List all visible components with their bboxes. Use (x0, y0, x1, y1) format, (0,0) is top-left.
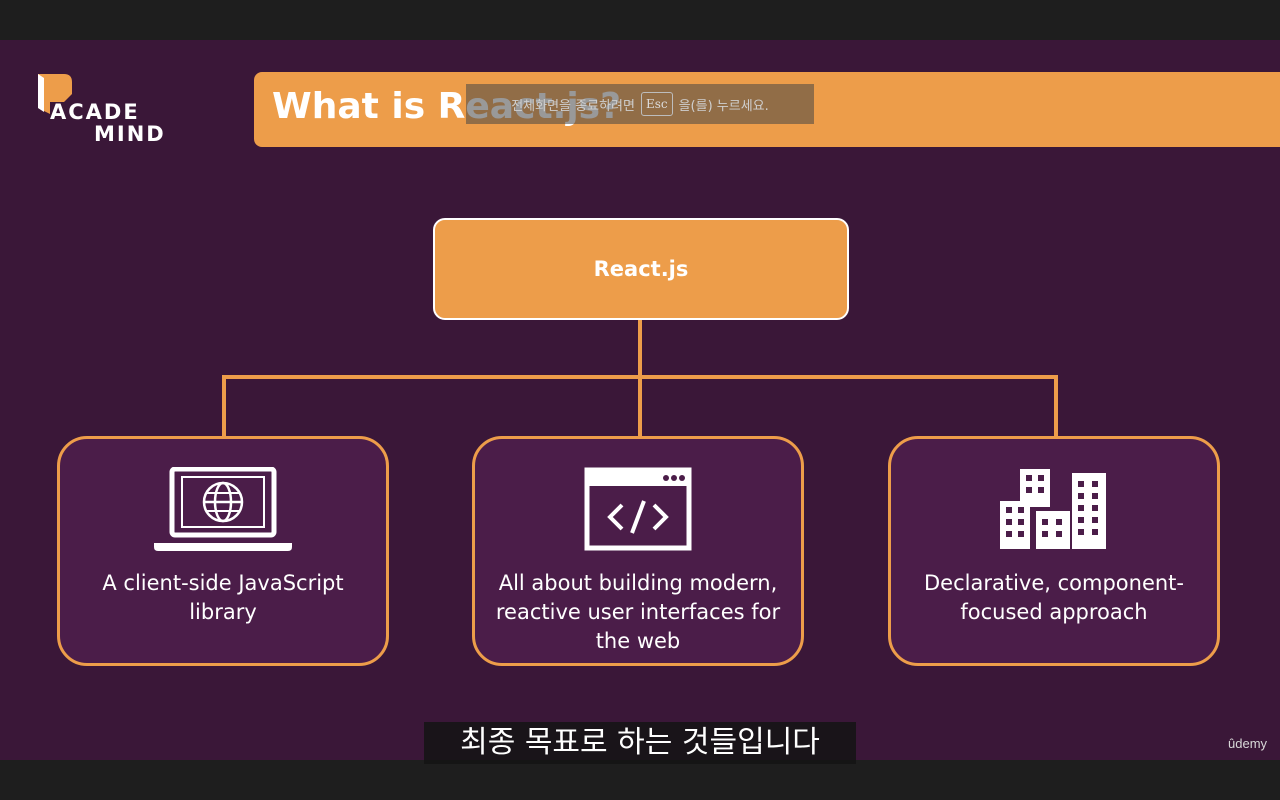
udemy-watermark: ûdemy (1228, 736, 1268, 751)
fullscreen-notice-text-after: 을(를) 누르세요. (678, 98, 769, 114)
card-text: A client-side JavaScript library (102, 571, 344, 624)
video-subtitle: 최종 목표로 하는 것들입니다 (424, 722, 856, 764)
root-node-label: React.js (593, 257, 689, 281)
code-window-icon (584, 467, 692, 551)
logo-flag-icon (38, 74, 72, 114)
card-text: Declarative, component-focused approach (924, 571, 1184, 624)
card-modern-reactive-ui: All about building modern, reactive user… (472, 436, 804, 666)
player-top-bar (0, 0, 1280, 40)
card-client-side-library: A client-side JavaScript library (57, 436, 389, 666)
tree-connectors (222, 316, 1058, 436)
root-node-box: React.js (433, 218, 849, 320)
logo-text-line2: MIND (94, 122, 166, 146)
slide: ACADE MIND What is React.js? 전체화면을 종료하려면… (0, 40, 1280, 760)
fullscreen-notice-text-before: 전체화면을 종료하려면 (511, 98, 635, 114)
academind-logo: ACADE MIND (36, 72, 166, 152)
esc-key-badge: Esc (640, 92, 673, 116)
card-declarative-components: Declarative, component-focused approach (888, 436, 1220, 666)
player-bottom-bar (0, 760, 1280, 800)
buildings-icon (1000, 469, 1106, 549)
laptop-globe-icon (154, 467, 292, 551)
card-text: All about building modern, reactive user… (495, 571, 781, 653)
logo-text-line1: ACADE (50, 100, 140, 124)
fullscreen-exit-notice: 전체화면을 종료하려면 Esc 을(를) 누르세요. (466, 84, 814, 124)
